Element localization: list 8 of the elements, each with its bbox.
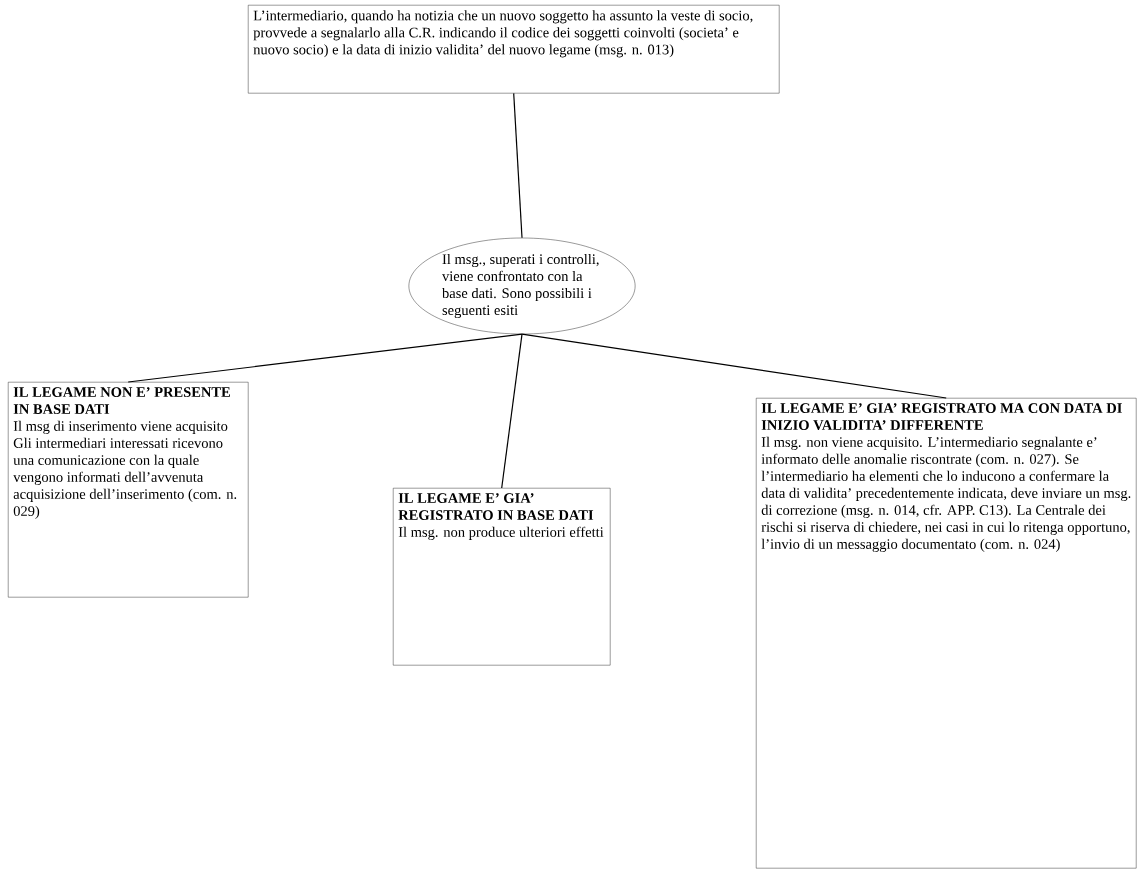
connector-line xyxy=(501,333,523,489)
outcome-box: IL LEGAME E’ GIA’ REGISTRATO MA CON DATA DI INIZIO VALIDITA’ DIFFERENTE Il msg. non viene acquisito. L’intermediario segnalante e’ informato delle anomalie riscontrate (com. n. 027). Se l’intermediario ha elementi che lo inducono a confermare la data di validita’ precedentemente indicata, deve inviare un msg. di correzione (msg. n. 014, cfr. APP. C13). La Centrale dei rischi si riserva di chiedere, nei casi in cui lo ritenga opportuno, l’invio di un messaggio documentato (com. n. 024) xyxy=(756,398,1137,869)
connector-line xyxy=(521,333,947,399)
process-box: L’intermediario, quando ha notizia che un nuovo soggetto ha assunto la veste di socio, provvede a segnalarlo alla C.R. indicando il codice dei soggetti coinvolti (societa’ e nuovo socio) e la data di inizio validita’ del nuovo legame (msg. n. 013) xyxy=(248,5,780,94)
outcome-box: IL LEGAME E’ GIA’ REGISTRATO IN BASE DATI Il msg. non produce ulteriori effetti xyxy=(393,488,611,666)
outcome-box: IL LEGAME NON E’ PRESENTE IN BASE DATI Il msg di inserimento viene acquisito Gli intermediari interessati ricevono una comunicazione con la quale vengono informati dell’avvenuta acquisizione dell’inserimento (com. n. 029) xyxy=(8,382,249,598)
connector-line xyxy=(513,92,523,239)
connector-line xyxy=(127,333,523,383)
